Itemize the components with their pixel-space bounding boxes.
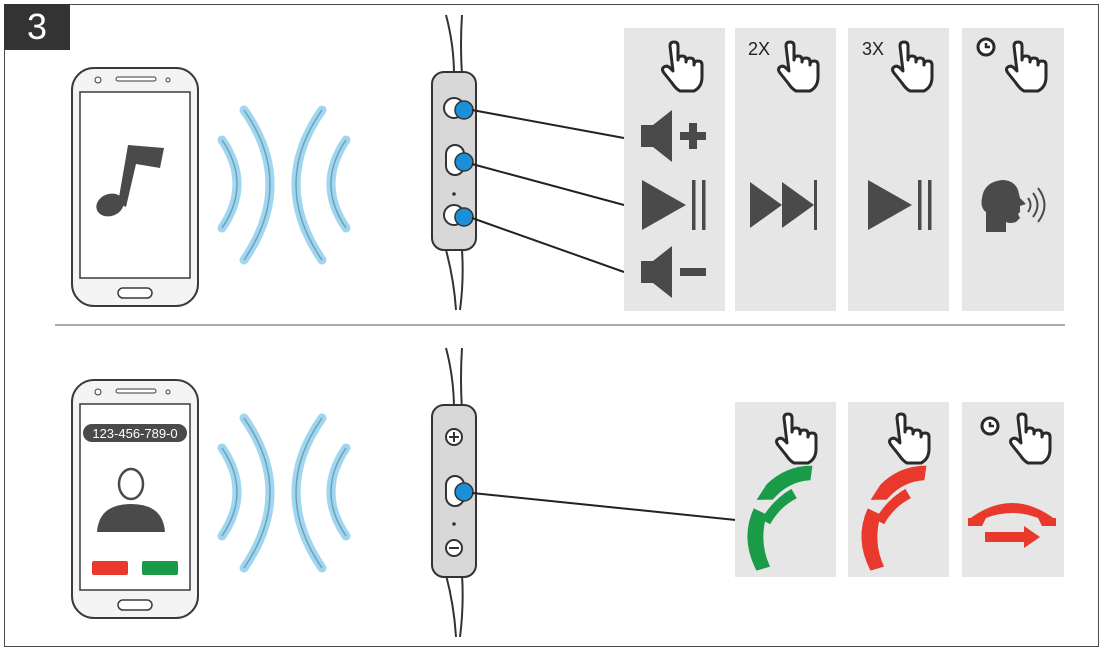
contact-avatar-icon (97, 467, 165, 532)
volume-up-button (443, 97, 474, 120)
voice-assistant-icon (981, 180, 1046, 232)
wireless-signal-icon (217, 105, 351, 265)
transfer-call-column (962, 402, 1064, 577)
volume-down-icon (641, 246, 706, 298)
multifunction-button (445, 144, 474, 176)
volume-up-icon (641, 110, 706, 162)
volume-down-button (443, 204, 474, 227)
next-track-icon (750, 180, 817, 230)
double-press-label: 2X (748, 39, 770, 59)
decline-call-button (92, 561, 128, 575)
clock-icon (980, 416, 1000, 436)
clock-icon (976, 37, 996, 57)
diagram-frame (4, 4, 1099, 647)
volume-down-button (445, 539, 463, 557)
play-pause-icon (642, 180, 706, 230)
answer-call-icon (747, 465, 813, 571)
smartphone-music (71, 67, 199, 307)
media-controls-panel: 2X 3X (624, 28, 1064, 311)
step-number-badge: 3 (4, 4, 70, 50)
caller-phone-number: 123-456-789-0 (92, 426, 177, 441)
headset-remote-top (431, 14, 477, 311)
accept-call-button (142, 561, 178, 575)
multifunction-button (445, 475, 474, 507)
wireless-signal-icon (217, 413, 351, 573)
transfer-call-icon (968, 503, 1056, 548)
triple-press-label: 3X (862, 39, 884, 59)
call-controls-panel (735, 402, 1064, 577)
caller-number-pill (83, 424, 187, 442)
play-pause-icon (868, 180, 932, 230)
volume-up-button (445, 428, 463, 446)
smartphone-incoming-call: 123-456-789-0 (71, 379, 199, 619)
leader-line-bottom (471, 492, 737, 521)
leader-lines-top (471, 109, 625, 273)
music-note-icon (96, 145, 164, 217)
headset-remote-bottom (431, 347, 477, 638)
end-call-icon (861, 465, 927, 571)
